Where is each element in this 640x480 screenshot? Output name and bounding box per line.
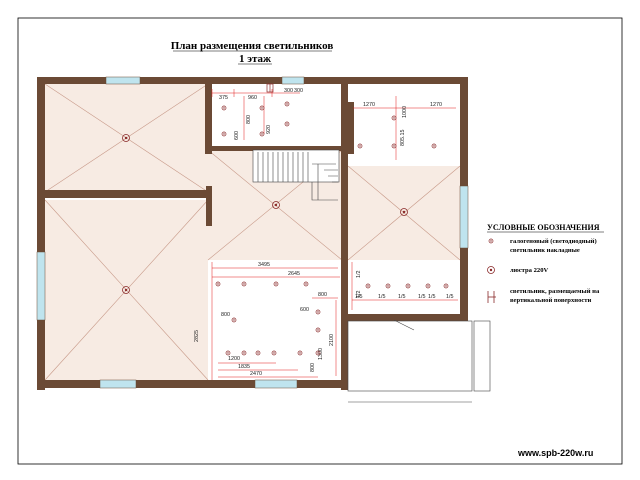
dim-1-2-b: 1/2 [356,291,362,299]
dim-2470: 2470 [250,371,262,377]
spot-light-icon [357,143,363,149]
spot-light-icon [365,283,371,289]
site-url: www.spb-220w.ru [517,448,593,458]
spot-light-icon [231,317,237,323]
dim-300-a: 300 [284,88,293,94]
dim-960: 960 [248,95,257,101]
spot-light-icon [391,143,397,149]
plan-subtitle: 1 этаж [239,53,271,65]
dim-2825: 2825 [194,330,200,342]
wall-light-icon [266,83,274,93]
staircase [252,149,340,201]
chandeliers [122,134,408,294]
dim-800-b: 800 [318,292,327,298]
windows [36,76,469,389]
spot-light-icon [241,281,247,287]
dim-1000: 1000 [402,106,408,118]
legend-title: УСЛОВНЫЕ ОБОЗНАЧЕНИЯ [487,223,600,232]
floor-areas [45,84,460,380]
dim-1-5-d: 1/5 [418,294,426,300]
spot-light-icon [284,101,290,107]
dim-800-a: 800 [246,115,252,124]
dim-375: 375 [219,95,228,101]
spot-light-icon [225,350,231,356]
dim-3495: 3495 [258,262,270,268]
dim-1-5-e: 1/5 [428,294,436,300]
chandelier-icon [122,134,130,142]
dim-805: 805.15 [400,130,406,147]
spot-light-icon [271,350,277,356]
legend-item-spot-line1: галогеновый (светодиодный) [510,238,597,245]
dim-1835: 1835 [238,364,250,370]
legend-item-spot-line2: светильник накладные [510,247,580,254]
plan-title: План размещения светильников [171,40,334,52]
spot-light-icon [259,105,265,111]
dim-1-2-a: 1/2 [356,271,362,279]
dim-600: 600 [234,131,240,140]
legend-spot-light-icon [488,238,494,244]
porch [347,319,491,403]
dim-2100: 2100 [329,334,335,346]
spot-light-icon [315,309,321,315]
dimension-lines [211,89,458,380]
legend-wall-light-icon [487,291,496,303]
spot-light-icon [297,350,303,356]
legend-item-wall-line1: светильник, размещаемый на [510,288,600,295]
legend-item-wall-line2: вертикальной поверхности [510,297,592,304]
chandelier-icon [122,286,130,294]
dim-920: 920 [266,125,272,134]
spot-light-icon [391,115,397,121]
spot-light-icon [273,281,279,287]
spot-light-icon [215,281,221,287]
spot-light-icon [443,283,449,289]
legend-item-chandelier: люстра 220V [510,267,548,274]
spot-light-icon [221,131,227,137]
spot-light-icon [425,283,431,289]
spot-light-icon [315,327,321,333]
spot-light-icon [405,283,411,289]
legend-chandelier-icon [487,266,495,274]
dim-2645: 2645 [288,271,300,277]
dim-1-5-a: 1/5 [355,294,363,300]
dim-1300: 1300 [318,348,324,360]
dim-1200: 1200 [228,356,240,362]
spot-light-icon [241,350,247,356]
spot-light-icon [221,105,227,111]
spot-light-icon [315,350,321,356]
dim-1-5-c: 1/5 [398,294,406,300]
dim-1270-b: 1270 [430,102,442,108]
dim-800-c: 800 [221,312,230,318]
dim-1270-a: 1270 [363,102,375,108]
chandelier-icon [400,208,408,216]
dim-800-d: 800 [310,363,316,372]
spot-light-icon [303,281,309,287]
spot-light-icon [385,283,391,289]
dim-600-b: 600 [300,307,309,313]
spot-light-icon [284,121,290,127]
spot-light-icon [255,350,261,356]
dim-1-5-f: 1/5 [446,294,454,300]
spot-lights [215,101,449,356]
spot-light-icon [431,143,437,149]
chandelier-icon [272,201,280,209]
sheet-frame [17,17,623,465]
dim-1-5-b: 1/5 [378,294,386,300]
dim-300-b: 300 [294,88,303,94]
spot-light-icon [259,131,265,137]
